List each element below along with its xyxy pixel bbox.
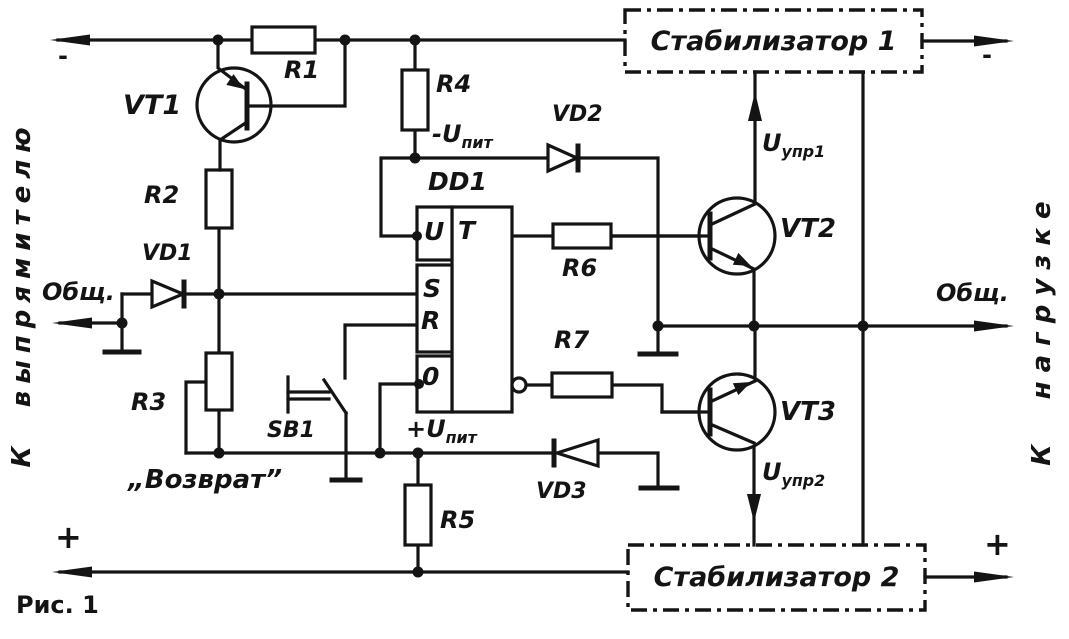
u-pit-minus-label: -Uпит	[432, 120, 493, 152]
vt3-label: VT3	[780, 397, 836, 427]
transistor-vt3-symbol	[660, 372, 777, 452]
diode-vd1-symbol	[150, 278, 188, 310]
dd1-pin-s: S	[423, 274, 442, 303]
arrow-down-icon	[747, 494, 761, 522]
stabilizer2-box	[626, 543, 927, 612]
resistor-r3-symbol	[204, 351, 234, 412]
bottom-right-polarity: +	[984, 525, 1011, 563]
resistor-r5-symbol	[403, 483, 433, 547]
resistor-r4-symbol	[400, 68, 430, 132]
sb1-label: SB1	[267, 418, 315, 443]
ground-icon	[329, 411, 363, 483]
sb1-caption: „Возврат”	[128, 465, 282, 495]
common-left-label: Общ.	[42, 278, 115, 306]
vd2-label: VD2	[552, 102, 603, 127]
bottom-left-polarity: +	[55, 518, 82, 556]
resistor-r2-symbol	[204, 168, 234, 230]
top-right-polarity: -	[982, 41, 992, 69]
arrow-right-icon	[974, 320, 1014, 332]
dd1-pin-out: 0	[422, 362, 440, 391]
r5-label: R5	[440, 506, 476, 534]
dd1-pin-r: R	[421, 306, 441, 335]
stabilizer2-label: Стабилизатор 2	[653, 562, 900, 593]
u-upr1-label: Uупр1	[762, 129, 826, 161]
transistor-vt2-symbol	[610, 196, 777, 276]
arrow-right-icon	[974, 35, 1014, 47]
r7-label: R7	[554, 326, 590, 354]
vt2-label: VT2	[780, 214, 836, 244]
junction-dots	[116, 34, 869, 578]
r6-label: R6	[562, 254, 598, 282]
arrow-up-icon	[748, 92, 762, 121]
dd1-pin-u: U	[424, 217, 445, 246]
inverted-output-circle	[510, 376, 528, 394]
transistor-vt1-symbol	[195, 38, 347, 172]
r1-label: R1	[284, 56, 320, 84]
common-right-label: Общ.	[936, 279, 1009, 307]
ground-symbols	[102, 321, 680, 491]
dd1-pin-t: T	[458, 216, 476, 245]
arrow-left-icon	[52, 317, 92, 329]
r3-label: R3	[131, 388, 167, 416]
resistor-r6-symbol	[551, 222, 613, 250]
right-side-label: К нагрузке	[1027, 192, 1057, 466]
r2-label: R2	[144, 181, 180, 209]
stabilizer1-box	[623, 8, 924, 74]
resistor-r1-symbol	[250, 25, 317, 55]
top-left-polarity: -	[58, 42, 68, 70]
diode-vd3-symbol	[551, 437, 600, 469]
vt1-label: VT1	[123, 90, 182, 121]
u-upr2-label: Uупр2	[762, 458, 826, 490]
button-sb1-symbol	[286, 375, 349, 416]
r4-label: R4	[436, 70, 472, 98]
diode-vd2-symbol	[546, 142, 581, 174]
stabilizer1-label: Стабилизатор 1	[650, 25, 897, 57]
u-pit-plus-label: +Uпит	[406, 415, 477, 447]
arrow-right-icon	[974, 571, 1014, 583]
dd1-label: DD1	[428, 167, 487, 196]
figure-caption: Рис. 1	[16, 591, 99, 619]
arrow-left-icon	[52, 566, 92, 578]
terminal-arrows	[50, 34, 1014, 583]
resistor-r7-symbol	[550, 371, 614, 399]
arrow-left-icon	[50, 34, 90, 46]
vd3-label: VD3	[536, 479, 587, 504]
vd1-label: VD1	[142, 241, 193, 266]
left-side-label: К выпрямителю	[7, 120, 37, 468]
